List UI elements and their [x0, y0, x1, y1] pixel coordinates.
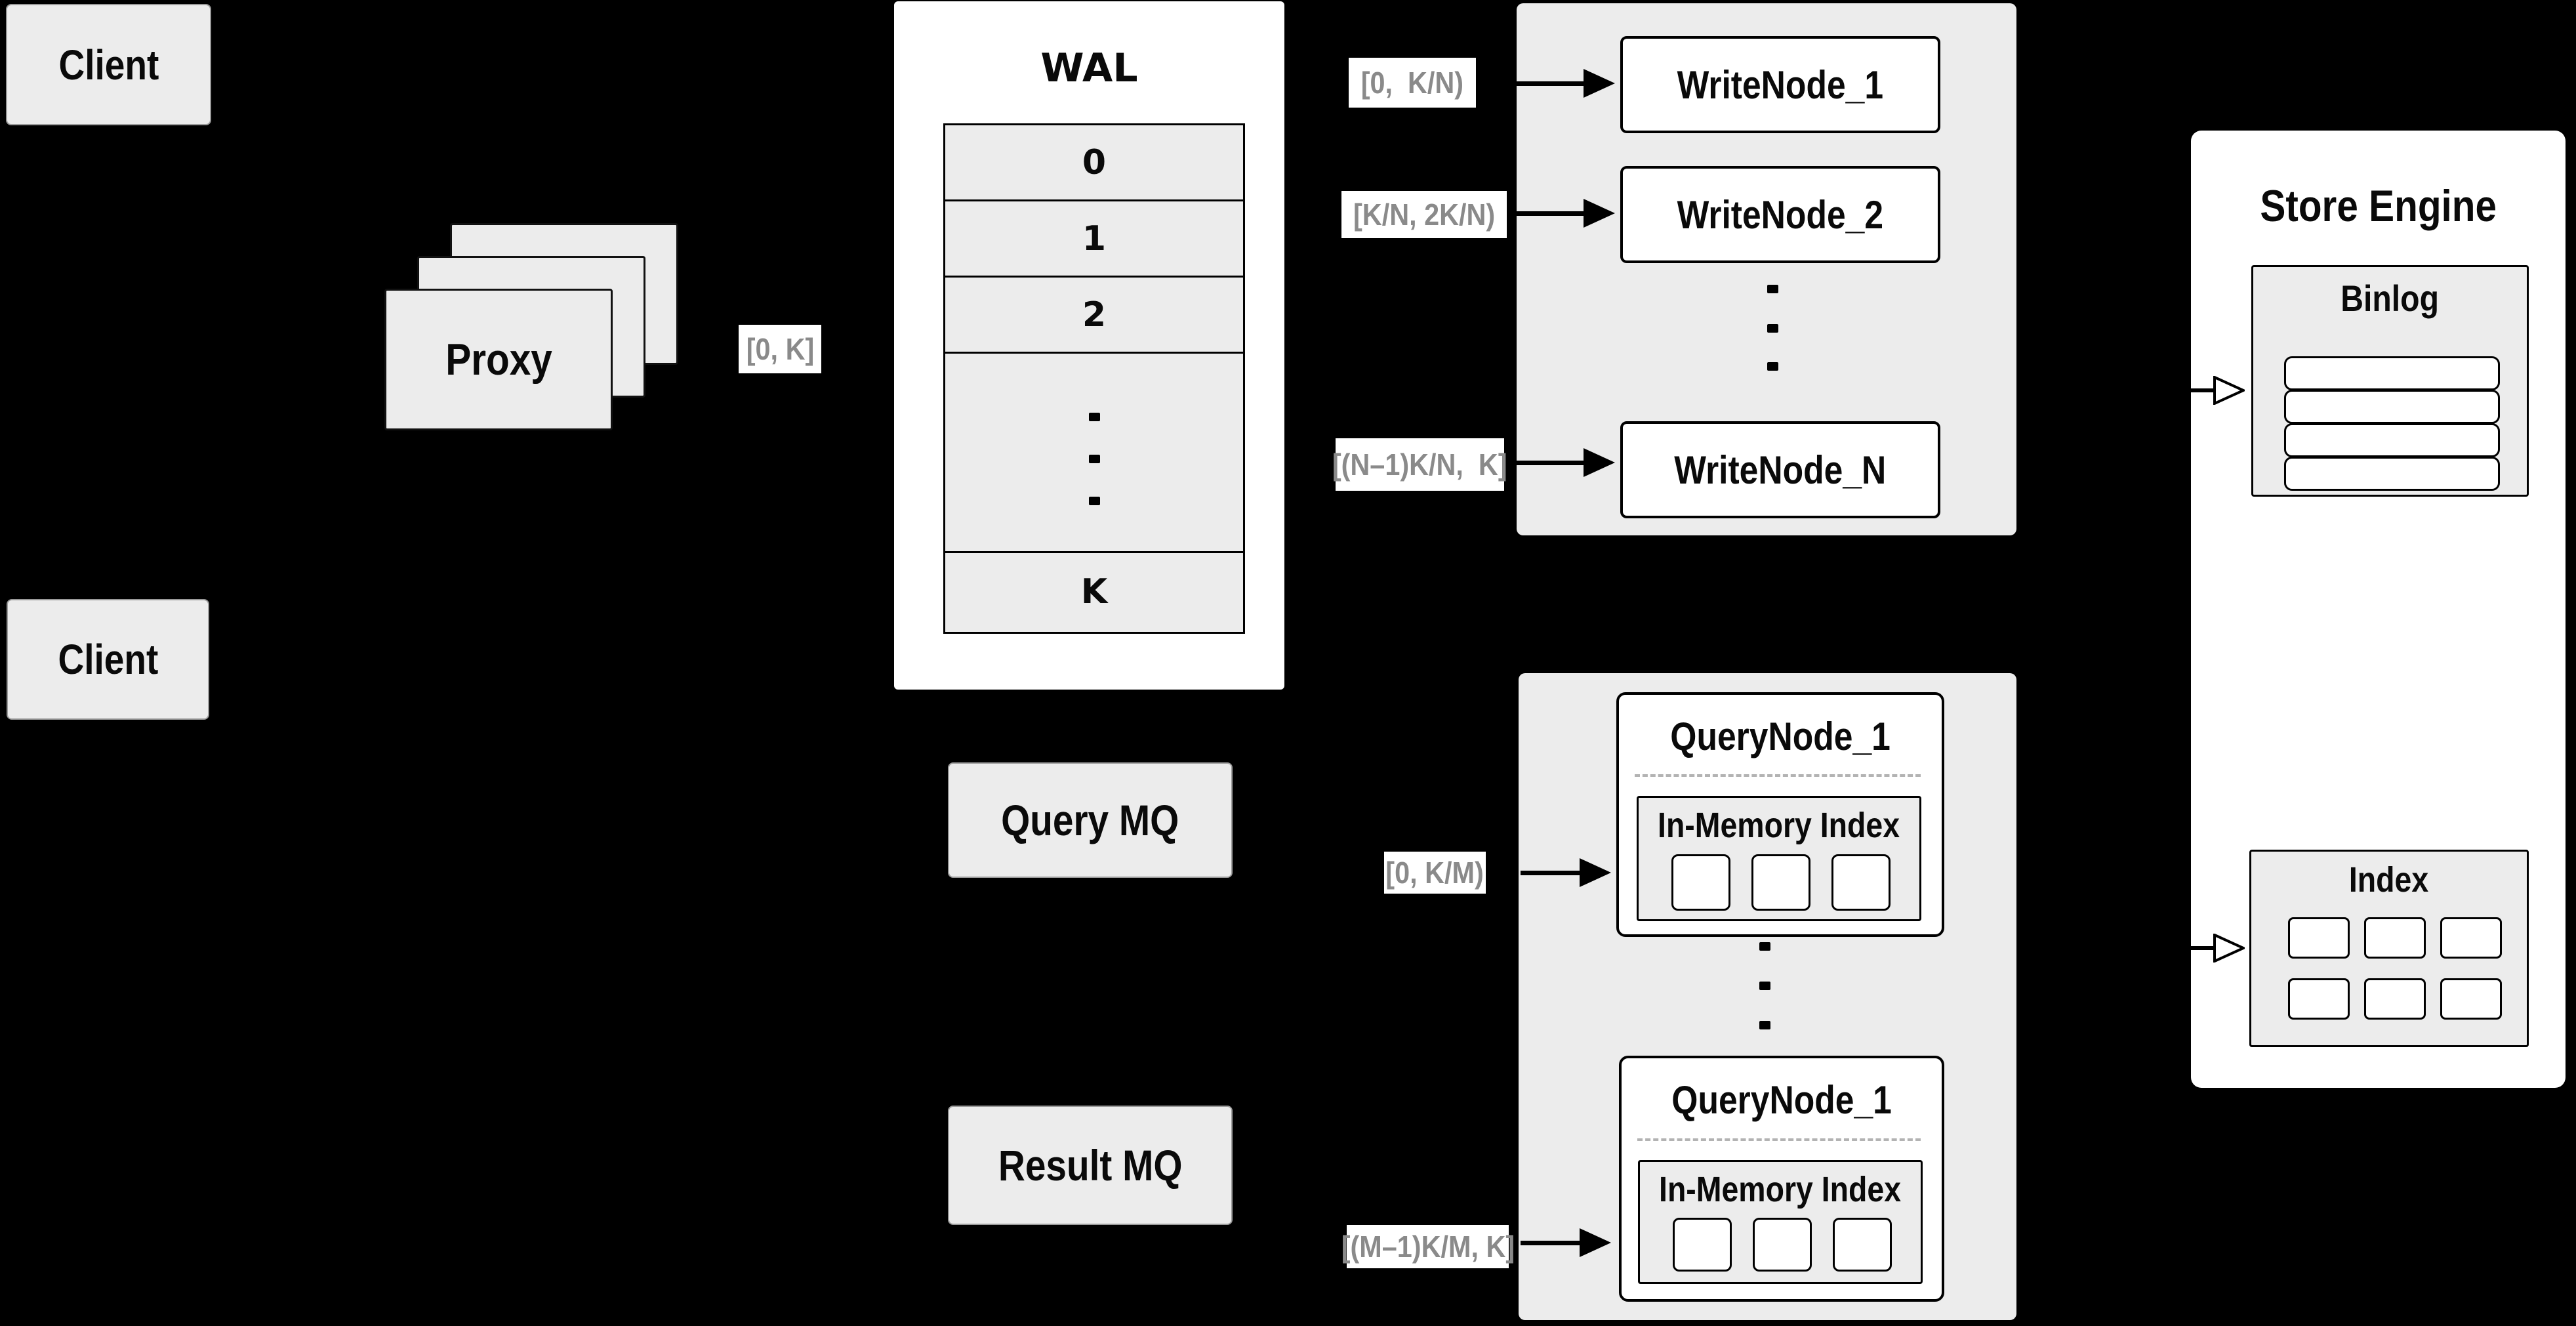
store-engine-title: Store Engine — [2260, 181, 2497, 231]
write-node-2: WriteNode_2 — [1620, 166, 1940, 263]
segment-box — [1833, 1218, 1892, 1272]
wal-log-table: 0 1 2 K — [943, 123, 1245, 634]
wal-title: WAL — [1040, 45, 1138, 91]
range-query-1: [0, K/M) — [1384, 852, 1486, 894]
in-memory-index-top-title: In-Memory Index — [1658, 806, 1900, 845]
wal-row-2: 2 — [945, 276, 1243, 352]
arrow-line — [2191, 946, 2215, 950]
arrow-line — [1517, 211, 1585, 216]
arrow-line — [1521, 1241, 1581, 1245]
ellipsis-dot — [1089, 413, 1100, 421]
arrow-right-icon — [1584, 69, 1615, 98]
in-memory-index-bottom: In-Memory Index — [1638, 1160, 1923, 1284]
ellipsis-dot — [1089, 497, 1100, 505]
result-mq-node: Result MQ — [948, 1106, 1233, 1225]
range-write-n: [(N–1)K/N, K] — [1332, 438, 1507, 491]
index-segment — [2440, 917, 2502, 959]
binlog-segment — [2284, 356, 2500, 390]
binlog-segment — [2284, 457, 2500, 491]
binlog-box: Binlog — [2251, 265, 2529, 497]
hollow-arrow-right-icon — [2213, 934, 2245, 963]
index-segment — [2440, 978, 2502, 1020]
write-node-n: WriteNode_N — [1620, 421, 1940, 518]
arrow-right-icon — [1580, 858, 1611, 887]
index-title: Index — [2349, 860, 2429, 900]
segment-box — [1753, 1218, 1812, 1272]
query-mq-node: Query MQ — [948, 762, 1233, 878]
arrow-right-icon — [1584, 199, 1615, 228]
in-memory-index-top: In-Memory Index — [1637, 796, 1921, 921]
index-box: Index — [2249, 850, 2529, 1047]
index-segment — [2288, 917, 2350, 959]
client-top-node: Client — [6, 4, 211, 125]
ellipsis-dot — [1759, 982, 1770, 990]
ellipsis-dot — [1767, 324, 1778, 333]
index-segment — [2364, 978, 2426, 1020]
ellipsis-dot — [1759, 1021, 1770, 1029]
index-segment — [2288, 978, 2350, 1020]
proxy-node: Proxy — [384, 289, 613, 430]
wal-row-ellipsis — [945, 352, 1243, 551]
ellipsis-dot — [1759, 942, 1770, 951]
range-proxy-out: [0, K] — [739, 325, 821, 373]
query-node-top: QueryNode_1 In-Memory Index — [1616, 692, 1944, 937]
segment-box — [1673, 1218, 1732, 1272]
segment-box — [1831, 854, 1891, 911]
arrow-line — [1517, 81, 1585, 86]
range-query-m: [(M–1)K/M, K] — [1341, 1225, 1515, 1268]
range-write-2: [K/N, 2K/N) — [1341, 191, 1507, 238]
client-bottom-node: Client — [7, 599, 209, 720]
arrow-line — [2191, 388, 2215, 392]
index-segment — [2364, 917, 2426, 959]
query-node-bottom: QueryNode_1 In-Memory Index — [1619, 1056, 1944, 1302]
arrow-line — [1521, 871, 1581, 875]
binlog-segment — [2284, 423, 2500, 457]
wal-panel: WAL 0 1 2 K — [894, 1, 1284, 690]
store-engine-panel: Store Engine Binlog Index — [2191, 131, 2566, 1088]
ellipsis-dot — [1767, 362, 1778, 371]
ellipsis-dot — [1767, 285, 1778, 293]
write-node-1: WriteNode_1 — [1620, 36, 1940, 133]
client-bottom-label: Client — [58, 636, 158, 683]
segment-box — [1671, 854, 1730, 911]
wal-row-k: K — [945, 551, 1243, 630]
client-top-label: Client — [58, 41, 159, 89]
ellipsis-dot — [1089, 455, 1100, 463]
hollow-arrow-right-icon — [2213, 376, 2245, 405]
wal-row-0: 0 — [1082, 142, 1107, 182]
arrow-right-icon — [1584, 448, 1615, 477]
arrow-right-icon — [1580, 1228, 1611, 1257]
dashed-divider — [1637, 1138, 1921, 1141]
binlog-segment — [2284, 390, 2500, 424]
proxy-label: Proxy — [445, 335, 552, 384]
binlog-title: Binlog — [2341, 277, 2440, 319]
query-node-bottom-title: QueryNode_1 — [1671, 1077, 1892, 1122]
in-memory-index-bottom-title: In-Memory Index — [1659, 1170, 1902, 1209]
arrow-line — [1517, 461, 1585, 465]
query-node-top-title: QueryNode_1 — [1670, 714, 1891, 758]
wal-row-1: 1 — [945, 199, 1243, 276]
segment-box — [1751, 854, 1810, 911]
range-write-1: [0, K/N) — [1349, 58, 1476, 108]
dashed-divider — [1635, 774, 1921, 777]
